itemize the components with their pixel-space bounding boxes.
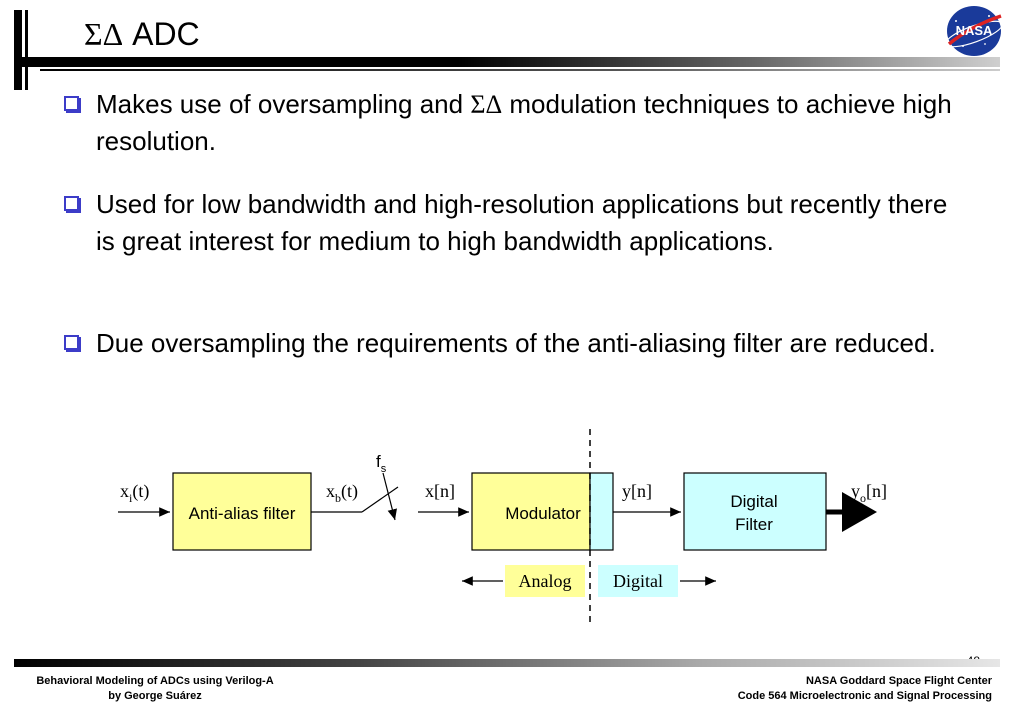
fs-label: fs [376, 452, 387, 475]
input-signal-label: xi(t) [120, 481, 149, 505]
bullet-box-icon [64, 196, 81, 213]
sigma-delta-block-diagram: xi(t) Anti-alias filter xb(t) fs x[n] Mo… [118, 429, 887, 625]
title-bar-thin [25, 10, 28, 90]
footer-rule [14, 659, 1000, 667]
title-bar-thick [14, 10, 22, 90]
digital-filter-block [683, 472, 827, 551]
modulator-block-digital [589, 472, 614, 551]
anti-alias-filter-block [172, 472, 312, 551]
digital-filter-label-line1: Digital [730, 492, 777, 511]
bullet-item-3: Due oversampling the requirements of the… [64, 325, 964, 362]
title-underline [14, 57, 1000, 67]
anti-alias-filter-label: Anti-alias filter [189, 504, 296, 523]
xn-label: x[n] [425, 481, 455, 501]
slide-title: ΣΔ ADC [84, 14, 200, 54]
analog-label: Analog [519, 571, 572, 591]
nasa-logo: NASA [945, 6, 1003, 56]
bullet-item-2: Used for low bandwidth and high-resoluti… [64, 186, 964, 260]
digital-region-badge [598, 565, 678, 597]
digital-label: Digital [613, 571, 663, 591]
bullet-box-icon [64, 335, 81, 352]
title-greek: ΣΔ [84, 16, 124, 52]
title-decoration-bars [14, 10, 40, 90]
digital-filter-label-line2: Filter [735, 515, 773, 534]
bullet-text-2: Used for low bandwidth and high-resoluti… [96, 189, 948, 256]
sampled-signal-label: xb(t) [326, 481, 358, 505]
footer-left-line1: Behavioral Modeling of ADCs using Verilo… [36, 675, 274, 687]
bullet-box-icon [64, 96, 81, 113]
analog-region-badge [505, 565, 585, 597]
footer-right: NASA Goddard Space Flight Center Code 56… [620, 674, 992, 704]
title-underline-thin [40, 69, 1000, 71]
footer-right-line1: NASA Goddard Space Flight Center [805, 675, 992, 687]
output-signal-label: yo[n] [851, 481, 887, 505]
footer-left: Behavioral Modeling of ADCs using Verilo… [0, 674, 310, 704]
sampling-clock-arrow [382, 472, 397, 521]
bullet-text-3: Due oversampling the requirements of the… [96, 328, 936, 358]
yn-label: y[n] [622, 481, 652, 501]
footer-right-line2: Code 564 Microelectronic and Signal Proc… [737, 690, 992, 702]
bullet-item-1: Makes use of oversampling and ΣΔ modulat… [64, 86, 964, 160]
modulator-label: Modulator [505, 504, 581, 523]
footer-left-line2: by George Suárez [108, 690, 202, 702]
bullet-text-1: Makes use of oversampling and ΣΔ modulat… [96, 89, 952, 156]
sampler-switch [361, 486, 399, 513]
title-text: ADC [123, 16, 200, 52]
nasa-logo-text: NASA [956, 23, 993, 38]
